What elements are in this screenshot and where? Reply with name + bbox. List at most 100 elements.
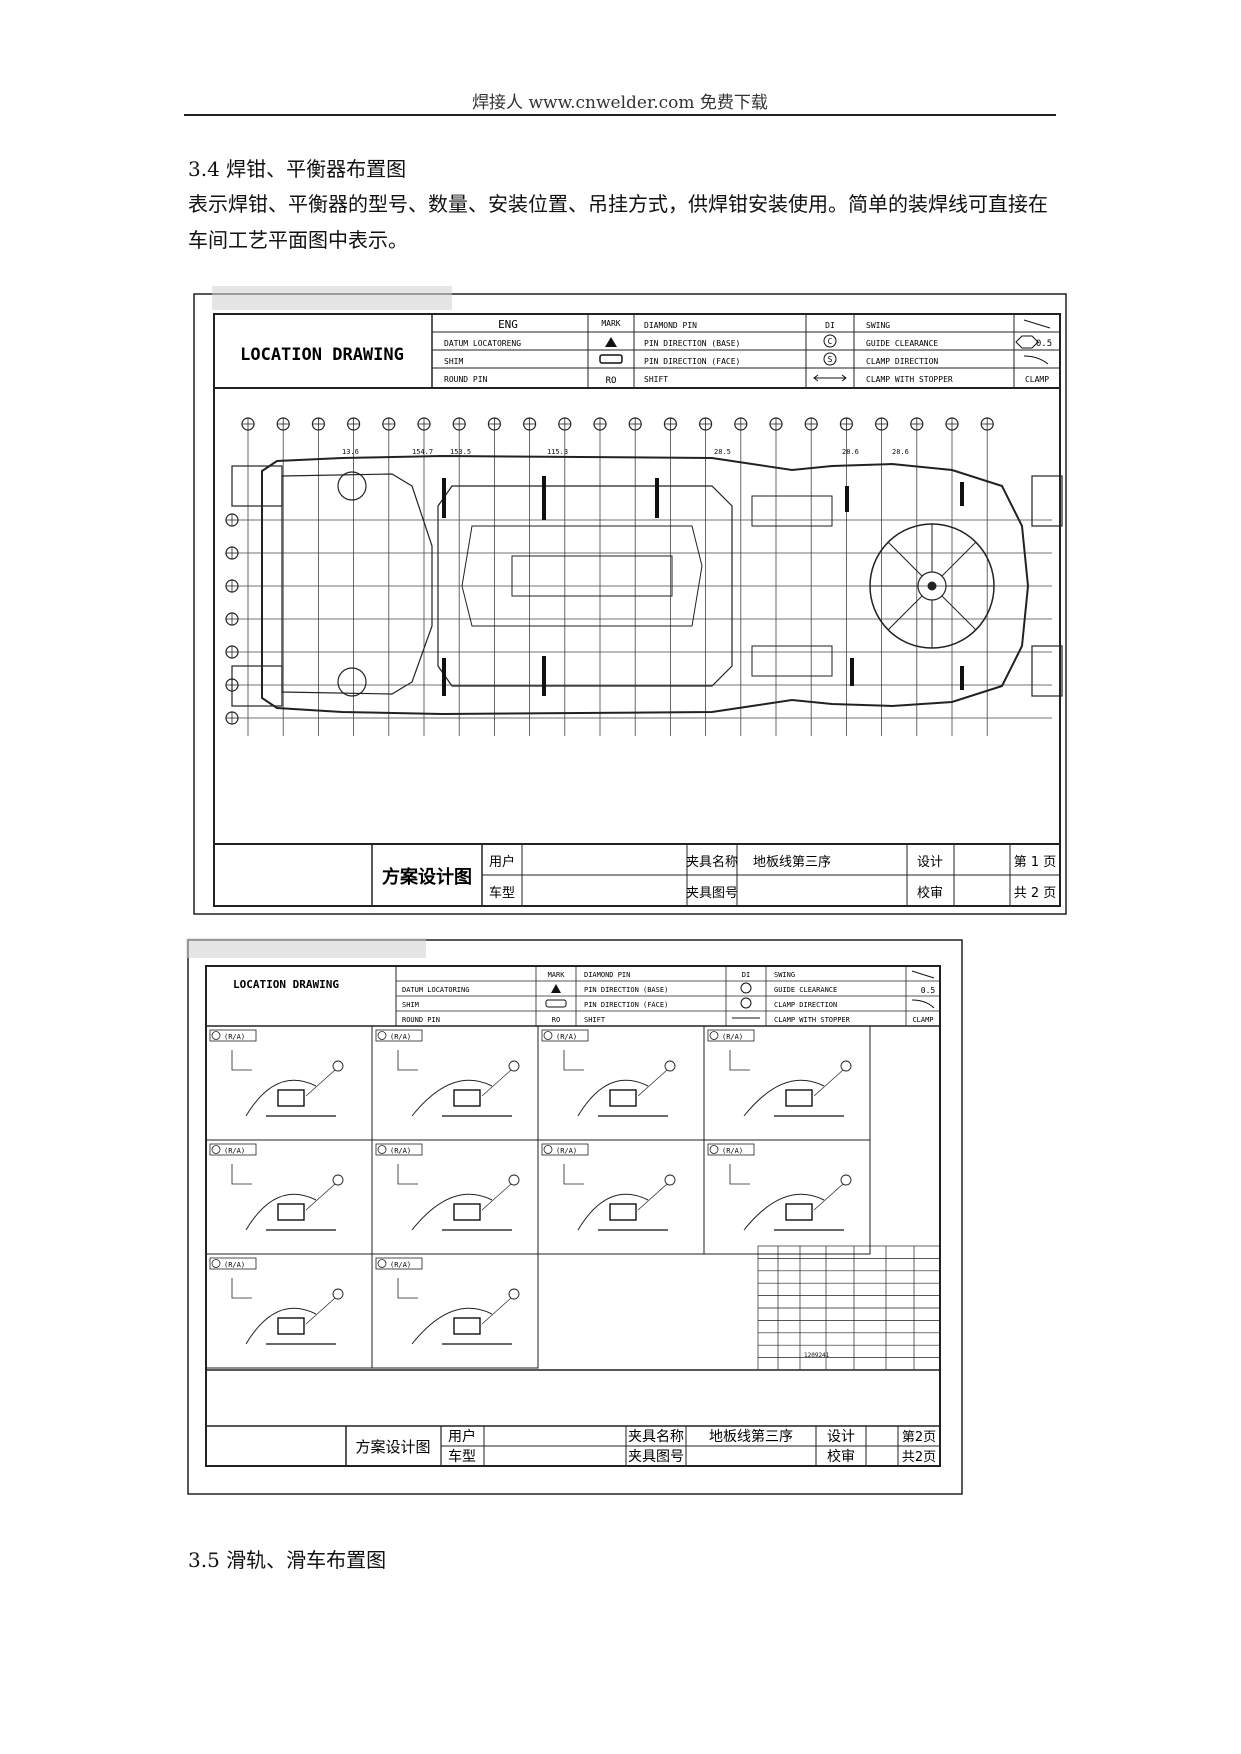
tb2-design: 设计 (827, 1429, 855, 1445)
grid-bubble-top (804, 417, 818, 431)
panel-tag: (R/A) (390, 1261, 411, 1269)
grid-bubble-top (241, 417, 255, 431)
tb1-scheme: 方案设计图 (382, 866, 472, 888)
panel-tag: (R/A) (390, 1147, 411, 1155)
tb1-model: 车型 (489, 885, 515, 901)
panel-tag: (R/A) (722, 1033, 743, 1041)
legend-guide: GUIDE CLEARANCE (866, 339, 938, 348)
legend-swing: SWING (866, 321, 890, 330)
pin-face-symbol: S (828, 355, 833, 364)
legend-eng: ENG (498, 318, 518, 331)
grid-bubble-top (276, 417, 290, 431)
grid-bubble-top (980, 417, 994, 431)
detail-panels-svg: LOCATION DRAWING MARK DATUM LOCATORING S… (186, 938, 963, 1495)
pin-face-icon (823, 352, 837, 366)
grid-bubble-top (663, 417, 677, 431)
legend-guide-val: 0.5 (1036, 339, 1052, 349)
dimension-label: 28.6 (892, 448, 909, 456)
fig2-legend-shift: SHIFT (584, 1016, 606, 1024)
tb2-review: 校审 (827, 1448, 855, 1465)
legend-di: DI (825, 321, 835, 330)
fig2-legend-swing: SWING (774, 971, 795, 979)
fig2-swing-icon (911, 970, 935, 979)
legend-mark: MARK (601, 319, 620, 328)
dimension-label: 13.6 (342, 448, 359, 456)
tb1-design: 设计 (917, 855, 943, 870)
grid-bubble-top (839, 417, 854, 431)
legend-clamp-stop: CLAMP WITH STOPPER (866, 375, 953, 384)
legend-ro: RO (606, 376, 617, 386)
fig2-legend-ro: RO (552, 1016, 560, 1024)
panel-tag: (R/A) (556, 1147, 577, 1155)
tb1-fixture-name-label: 夹具名称 (686, 854, 738, 870)
fig2-legend-diamond-pin: DIAMOND PIN (584, 971, 630, 979)
grid-bubble-top (593, 417, 607, 431)
grid-bubble-top (347, 417, 361, 431)
detail-panel: (R/A) (371, 1025, 539, 1141)
dimension-label: 115.3 (547, 448, 568, 456)
detail-panel: (R/A) (537, 1139, 705, 1255)
grid-bubble-top (558, 417, 572, 431)
tb1-total: 共 2 页 (1014, 886, 1057, 901)
fig2-legend-pin-base: PIN DIRECTION (BASE) (584, 986, 668, 994)
grid-bubble-left (225, 513, 239, 527)
fig2-legend-guide-val: 0.5 (921, 986, 936, 995)
grid-bubble-left (225, 612, 239, 626)
detail-panel: (R/A) (205, 1025, 373, 1141)
revision-table: 1209241 (757, 1245, 941, 1371)
grid-bubble-left (225, 645, 239, 659)
fig2-clamp-direction-icon (911, 999, 935, 1009)
clamp-direction-icon (1023, 355, 1049, 365)
grid-bubble-top (945, 417, 959, 431)
pin-base-icon (823, 334, 837, 348)
legend-shift: SHIFT (644, 375, 668, 384)
legend-clamp-dir: CLAMP DIRECTION (866, 357, 938, 366)
legend-diamond-pin: DIAMOND PIN (644, 321, 697, 330)
legend-pin-base: PIN DIRECTION (BASE) (644, 339, 740, 348)
guide-clearance-icon (1015, 335, 1039, 349)
tb2-total: 共2页 (902, 1450, 936, 1465)
detail-panel: (R/A) (205, 1253, 373, 1369)
tb1-page: 第 1 页 (1014, 855, 1057, 870)
fig2-legend-di: DI (742, 971, 750, 979)
section-paragraph: 表示焊钳、平衡器的型号、数量、安装位置、吊挂方式，供焊钳安装使用。简单的装焊线可… (188, 192, 1048, 252)
fig2-legend-clamp: CLAMP (912, 1016, 933, 1024)
grid-bubble-left (225, 711, 239, 725)
pin-base-symbol: C (828, 337, 833, 346)
dimension-label: 153.5 (450, 448, 471, 456)
grid-bubble-top (769, 417, 783, 431)
fig2-shim-icon (545, 999, 567, 1008)
tb2-page: 第2页 (902, 1430, 936, 1445)
shim-icon (599, 354, 623, 364)
legend-clamp: CLAMP (1025, 375, 1049, 384)
fig2-legend-title: LOCATION DRAWING (233, 978, 339, 991)
fig2-legend-clamp-stop: CLAMP WITH STOPPER (774, 1016, 851, 1024)
tb2-scheme: 方案设计图 (355, 1438, 430, 1456)
tb1-user: 用户 (489, 854, 515, 870)
header-rule (184, 114, 1056, 116)
panel-tag: (R/A) (722, 1147, 743, 1155)
panel-tag: (R/A) (224, 1147, 245, 1155)
legend-shim: SHIM (444, 357, 463, 366)
grid-bubble-top (698, 417, 713, 431)
panel-tag: (R/A) (224, 1033, 245, 1041)
tb2-fixture-name: 地板线第三序 (709, 1428, 793, 1445)
detail-panel: (R/A) (205, 1139, 373, 1255)
legend-round-pin: ROUND PIN (444, 375, 488, 384)
tb2-fixture-name-label: 夹具名称 (628, 1429, 684, 1445)
detail-panel: (R/A) (371, 1253, 539, 1369)
grid-bubble-top (628, 417, 642, 431)
section-title-3-4: 3.4 焊钳、平衡器布置图 (188, 157, 407, 181)
grid-bubble-top (523, 417, 537, 431)
legend-datum: DATUM LOCATORENG (444, 339, 521, 348)
fig2-datum-triangle-icon (551, 984, 561, 993)
fig2-pin-base-icon (740, 982, 752, 994)
rev-row-1: 1209241 (804, 1352, 830, 1359)
dimension-label: 28.6 (842, 448, 859, 456)
detail-panel: (R/A) (537, 1025, 705, 1141)
detail-panel: (R/A) (703, 1025, 871, 1141)
location-drawing-figure: LOCATION DRAWING ENG MARK DATUM LOCATORE… (192, 286, 1075, 921)
grid-bubble-top (734, 417, 748, 431)
grid-bubble-top (417, 417, 431, 431)
